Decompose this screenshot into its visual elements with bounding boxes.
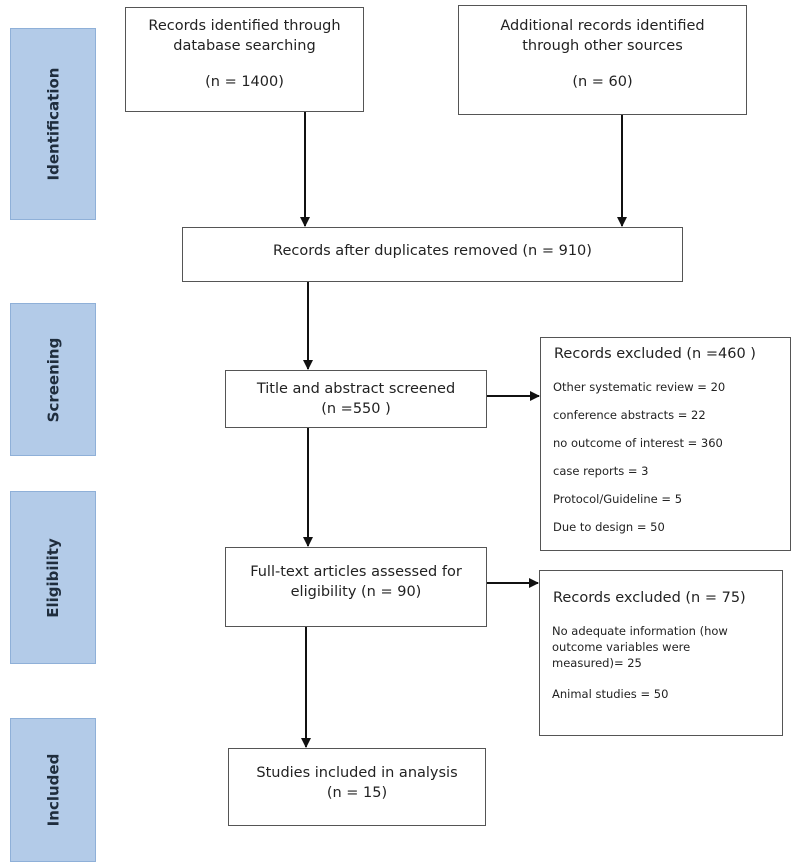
included-line1: Studies included in analysis — [256, 765, 458, 781]
duplicates-removed-text: Records after duplicates removed (n = 91… — [273, 243, 592, 259]
excluded-eligibility-item: outcome variables were — [552, 640, 691, 654]
database-search-box: Records identified through database sear… — [125, 7, 364, 112]
phase-screening: Screening — [10, 303, 96, 456]
fulltext-box: Full-text articles assessed for eligibil… — [225, 547, 487, 627]
fulltext-line1: Full-text articles assessed for — [250, 564, 462, 580]
database-search-line2: database searching — [173, 38, 316, 54]
excluded-eligibility-title: Records excluded (n = 75) — [553, 590, 746, 606]
excluded-eligibility-box: Records excluded (n = 75) No adequate in… — [539, 570, 783, 736]
excluded-screening-item: conference abstracts = 22 — [553, 408, 706, 422]
phase-identification: Identification — [10, 28, 96, 220]
excluded-screening-item: Other systematic review = 20 — [553, 380, 726, 394]
excluded-screening-item: Protocol/Guideline = 5 — [553, 492, 683, 506]
screened-count: (n =550 ) — [321, 401, 391, 417]
excluded-eligibility-item: No adequate information (how — [552, 624, 728, 638]
other-sources-count: (n = 60) — [572, 74, 633, 90]
phase-included: Included — [10, 718, 96, 862]
included-box: Studies included in analysis (n = 15) — [228, 748, 486, 826]
database-search-line1: Records identified through — [148, 18, 341, 34]
duplicates-removed-box: Records after duplicates removed (n = 91… — [182, 227, 683, 282]
fulltext-line2: eligibility (n = 90) — [290, 584, 422, 600]
screened-box: Title and abstract screened (n =550 ) — [225, 370, 487, 428]
database-search-count: (n = 1400) — [205, 74, 284, 90]
excluded-screening-item: case reports = 3 — [553, 464, 649, 478]
excluded-screening-item: no outcome of interest = 360 — [553, 436, 723, 450]
excluded-eligibility-item: Animal studies = 50 — [552, 687, 669, 701]
excluded-screening-box: Records excluded (n =460 ) Other systema… — [540, 337, 791, 551]
excluded-screening-title: Records excluded (n =460 ) — [554, 346, 756, 362]
other-sources-box: Additional records identified through ot… — [458, 5, 747, 115]
included-count: (n = 15) — [326, 785, 388, 801]
excluded-eligibility-item: measured)= 25 — [552, 656, 642, 670]
excluded-screening-item: Due to design = 50 — [553, 520, 665, 534]
other-sources-line2: through other sources — [522, 38, 683, 54]
screened-line1: Title and abstract screened — [256, 381, 456, 397]
phase-eligibility: Eligibility — [10, 491, 96, 664]
other-sources-line1: Additional records identified — [500, 18, 705, 34]
